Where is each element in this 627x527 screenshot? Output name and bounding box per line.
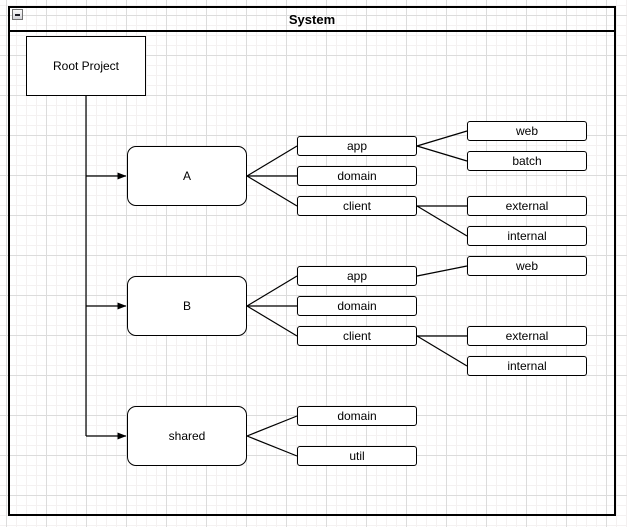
- edge-a-app-web[interactable]: [416, 130, 468, 147]
- edge-shared-domain[interactable]: [246, 415, 298, 437]
- node-label: batch: [512, 154, 542, 168]
- node-label: shared: [168, 429, 206, 443]
- node-shared[interactable]: shared: [127, 406, 247, 466]
- node-label: app: [346, 139, 368, 153]
- node-b-internal[interactable]: internal: [467, 356, 587, 376]
- node-label: external: [505, 329, 549, 343]
- node-label: client: [342, 329, 371, 343]
- edge-a-client[interactable]: [246, 175, 298, 207]
- node-label: client: [342, 199, 371, 213]
- edge-b-app[interactable]: [246, 275, 298, 307]
- node-root[interactable]: Root Project: [26, 36, 146, 96]
- node-a-web[interactable]: web: [467, 121, 587, 141]
- node-b-web[interactable]: web: [467, 256, 587, 276]
- container-title-bar: System: [10, 8, 614, 32]
- collapse-button[interactable]: [12, 9, 23, 20]
- node-label: internal: [507, 229, 547, 243]
- node-label: B: [182, 299, 191, 313]
- node-a-client[interactable]: client: [297, 196, 417, 216]
- node-b[interactable]: B: [127, 276, 247, 336]
- node-label: A: [182, 169, 191, 183]
- node-label: web: [515, 259, 538, 273]
- edge-b-app-web[interactable]: [416, 265, 468, 277]
- node-a-app[interactable]: app: [297, 136, 417, 156]
- minus-icon: [15, 13, 20, 16]
- node-b-domain[interactable]: domain: [297, 296, 417, 316]
- node-b-app[interactable]: app: [297, 266, 417, 286]
- node-a-domain[interactable]: domain: [297, 166, 417, 186]
- node-s-util[interactable]: util: [297, 446, 417, 466]
- node-a-external[interactable]: external: [467, 196, 587, 216]
- node-label: domain: [337, 169, 377, 183]
- node-label: app: [346, 269, 368, 283]
- node-label: domain: [337, 409, 377, 423]
- container-title: System: [288, 11, 336, 27]
- edge-b-client-internal[interactable]: [416, 335, 468, 367]
- edge-b-client[interactable]: [246, 305, 298, 337]
- node-a-batch[interactable]: batch: [467, 151, 587, 171]
- node-label: domain: [337, 299, 377, 313]
- edge-a-client-internal[interactable]: [416, 205, 468, 237]
- node-label: util: [349, 449, 365, 463]
- system-container: System: [8, 6, 616, 516]
- node-s-domain[interactable]: domain: [297, 406, 417, 426]
- node-label: external: [505, 199, 549, 213]
- node-b-client[interactable]: client: [297, 326, 417, 346]
- edge-a-app-batch[interactable]: [416, 145, 468, 162]
- node-a[interactable]: A: [127, 146, 247, 206]
- edge-a-app[interactable]: [246, 145, 298, 177]
- node-b-external[interactable]: external: [467, 326, 587, 346]
- edge-shared-util[interactable]: [246, 435, 298, 457]
- node-a-internal[interactable]: internal: [467, 226, 587, 246]
- node-label: internal: [507, 359, 547, 373]
- node-label: web: [515, 124, 538, 138]
- node-label: Root Project: [52, 59, 120, 73]
